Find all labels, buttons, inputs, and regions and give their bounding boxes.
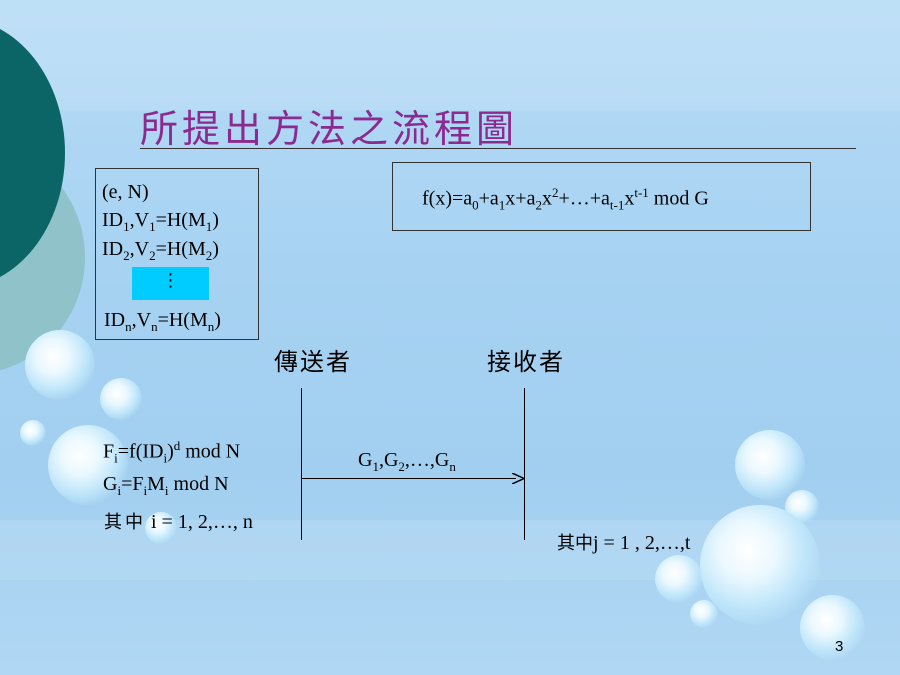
sender-lifeline [301, 388, 302, 540]
polynomial-box: f(x)=a0+a1x+a2x2+…+at-1xt-1 mod G [392, 162, 811, 231]
bubble [735, 430, 805, 500]
bubble [100, 378, 142, 420]
bubble [800, 595, 865, 660]
id2-line: ID2,V2=H(M2) [102, 238, 219, 263]
id1-line: ID1,V1=H(M1) [102, 209, 219, 234]
sender-label: 傳送者 [274, 348, 352, 376]
receiver-label: 接收者 [487, 348, 565, 376]
ellipsis-highlight [132, 267, 209, 300]
page-title: 所提出方法之流程圖 [140, 107, 519, 151]
polynomial-formula: f(x)=a0+a1x+a2x2+…+at-1xt-1 mod G [422, 185, 709, 213]
receiver-lifeline [524, 388, 525, 540]
sender-index-range: 其中 i = 1, 2,…, n [104, 511, 253, 533]
g-formula: Gi=FiMi mod N [103, 473, 229, 498]
page-number: 3 [835, 638, 844, 655]
message-arrow [302, 478, 516, 479]
bubble [20, 420, 46, 446]
bubble [700, 505, 820, 625]
title-underline [140, 148, 856, 149]
key-list-box: (e, N) ID1,V1=H(M1) ID2,V2=H(M2) ⋮ IDn,V… [95, 168, 259, 340]
bubble [690, 600, 718, 628]
arrowhead-icon [512, 473, 524, 484]
f-formula: Fi=f(IDi)d mod N [103, 438, 241, 466]
message-label: G1,G2,…,Gn [358, 449, 456, 474]
bg-band [0, 0, 900, 110]
bubble [48, 425, 128, 505]
receiver-index-range: 其中j = 1 , 2,…,t [557, 532, 691, 554]
bubble [655, 555, 703, 603]
public-key-line: (e, N) [102, 181, 149, 203]
bubble [145, 512, 177, 544]
bubble [25, 330, 95, 400]
idn-line: IDn,Vn=H(Mn) [104, 309, 221, 334]
vertical-ellipsis: ⋮ [161, 270, 180, 291]
